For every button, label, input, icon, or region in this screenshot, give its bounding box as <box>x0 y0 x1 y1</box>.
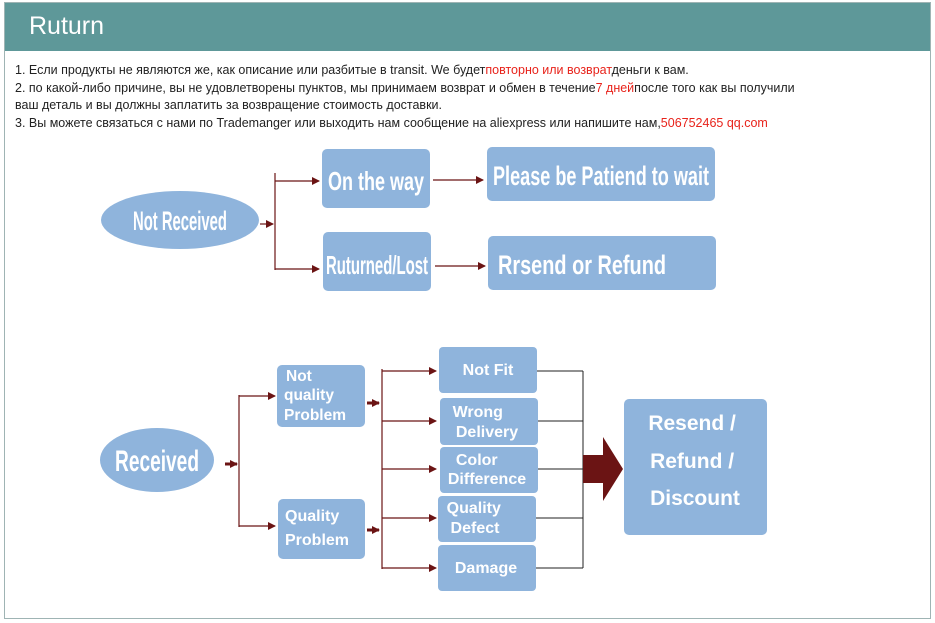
return-flow-diagram: Not Received On the way Please be Patien… <box>100 147 767 591</box>
instruction-2b-text: ваш деталь и вы должны заплатить за возв… <box>15 98 443 112</box>
returned-lost-label: Ruturned/Lost <box>326 250 428 280</box>
quality-line-1: Quality <box>285 508 339 525</box>
instruction-line-3: 3. Вы можете связаться с нами по Tradema… <box>15 115 768 131</box>
issues-merge-lines <box>536 370 584 569</box>
not-quality-line-2: quality <box>284 387 334 404</box>
issue-damage-line-1: Damage <box>455 560 517 577</box>
quality-label: Quality Problem <box>285 508 349 549</box>
issue-damage-node <box>438 545 536 591</box>
instruction-1-highlight: повторно или возврат <box>485 63 612 77</box>
received-label: Received <box>115 445 199 478</box>
received-flow: Received Not quality Problem Quality Pro… <box>100 347 767 591</box>
quality-node <box>278 499 365 559</box>
issue-wrong-delivery-line-2: Delivery <box>456 424 518 441</box>
instruction-2-highlight: 7 дней <box>595 81 635 95</box>
returned-lost-node <box>323 232 431 291</box>
merge-arrow-icon <box>583 437 623 501</box>
issue-wrong-delivery-node <box>440 398 538 445</box>
instruction-line-2: 2. по какой-либо причине, вы не удовлетв… <box>15 80 795 96</box>
issue-quality-defect-line-1: Quality <box>447 500 501 517</box>
return-policy-panel: Ruturn 1. Если продукты не являются же, … <box>4 2 931 619</box>
issue-damage-label: Damage <box>455 560 517 577</box>
quality-line-2: Problem <box>285 532 349 549</box>
issue-not-fit-node <box>439 347 537 393</box>
resend-refund-result-node <box>488 236 716 290</box>
issue-color-difference-line-1: Color <box>456 452 498 469</box>
received-connectors <box>225 367 584 572</box>
not-quality-label: Not quality Problem <box>284 368 346 424</box>
result-line-2: Refund / <box>650 450 734 473</box>
not-received-connectors <box>260 173 486 273</box>
instruction-1-text: 1. Если продукты не являются же, как опи… <box>15 63 486 77</box>
issue-not-fit-line-1: Not Fit <box>463 362 514 379</box>
patience-result-node <box>487 147 715 201</box>
not-quality-line-1: Not <box>286 368 312 385</box>
not-quality-line-3: Problem <box>284 407 346 424</box>
patience-result-label: Please be Patiend to wait <box>493 161 709 191</box>
instruction-2-tail: после того как вы получили <box>634 81 795 95</box>
issue-color-difference-node <box>440 447 538 493</box>
on-the-way-label: On the way <box>328 166 424 196</box>
instruction-line-2b: ваш деталь и вы должны заплатить за возв… <box>15 97 442 113</box>
result-line-3: Discount <box>650 487 740 510</box>
issue-quality-defect-node <box>438 496 536 542</box>
on-the-way-node <box>322 149 430 208</box>
result-line-1: Resend / <box>648 412 736 435</box>
instruction-line-1: 1. Если продукты не являются же, как опи… <box>15 62 689 78</box>
resend-refund-discount-node <box>624 399 767 535</box>
not-received-flow: Not Received On the way Please be Patien… <box>101 147 716 291</box>
issue-quality-defect-label: Quality Defect <box>447 500 506 537</box>
not-quality-node <box>277 365 365 427</box>
instruction-3-contact: 506752465 qq.com <box>660 116 768 130</box>
issue-not-fit-label: Not Fit <box>463 362 514 379</box>
issue-quality-defect-line-2: Defect <box>451 520 501 537</box>
not-received-node <box>101 191 259 249</box>
not-received-label: Not Received <box>133 206 227 236</box>
issue-color-difference-label: Color Difference <box>448 452 526 488</box>
resend-refund-result-label: Rrsend or Refund <box>498 250 666 280</box>
instruction-3-text: 3. Вы можете связаться с нами по Tradema… <box>15 116 661 130</box>
issue-wrong-delivery-label: Wrong Delivery <box>453 404 519 441</box>
page-title: Ruturn <box>29 12 105 40</box>
issue-color-difference-line-2: Difference <box>448 471 526 488</box>
issue-wrong-delivery-line-1: Wrong <box>453 404 503 421</box>
instruction-2-text: 2. по какой-либо причине, вы не удовлетв… <box>15 81 596 95</box>
header-bar: Ruturn <box>5 3 930 51</box>
resend-refund-discount-label: Resend / Refund / Discount <box>648 412 741 510</box>
received-node <box>100 428 214 492</box>
instruction-1-tail: деньги к вам. <box>611 63 689 77</box>
